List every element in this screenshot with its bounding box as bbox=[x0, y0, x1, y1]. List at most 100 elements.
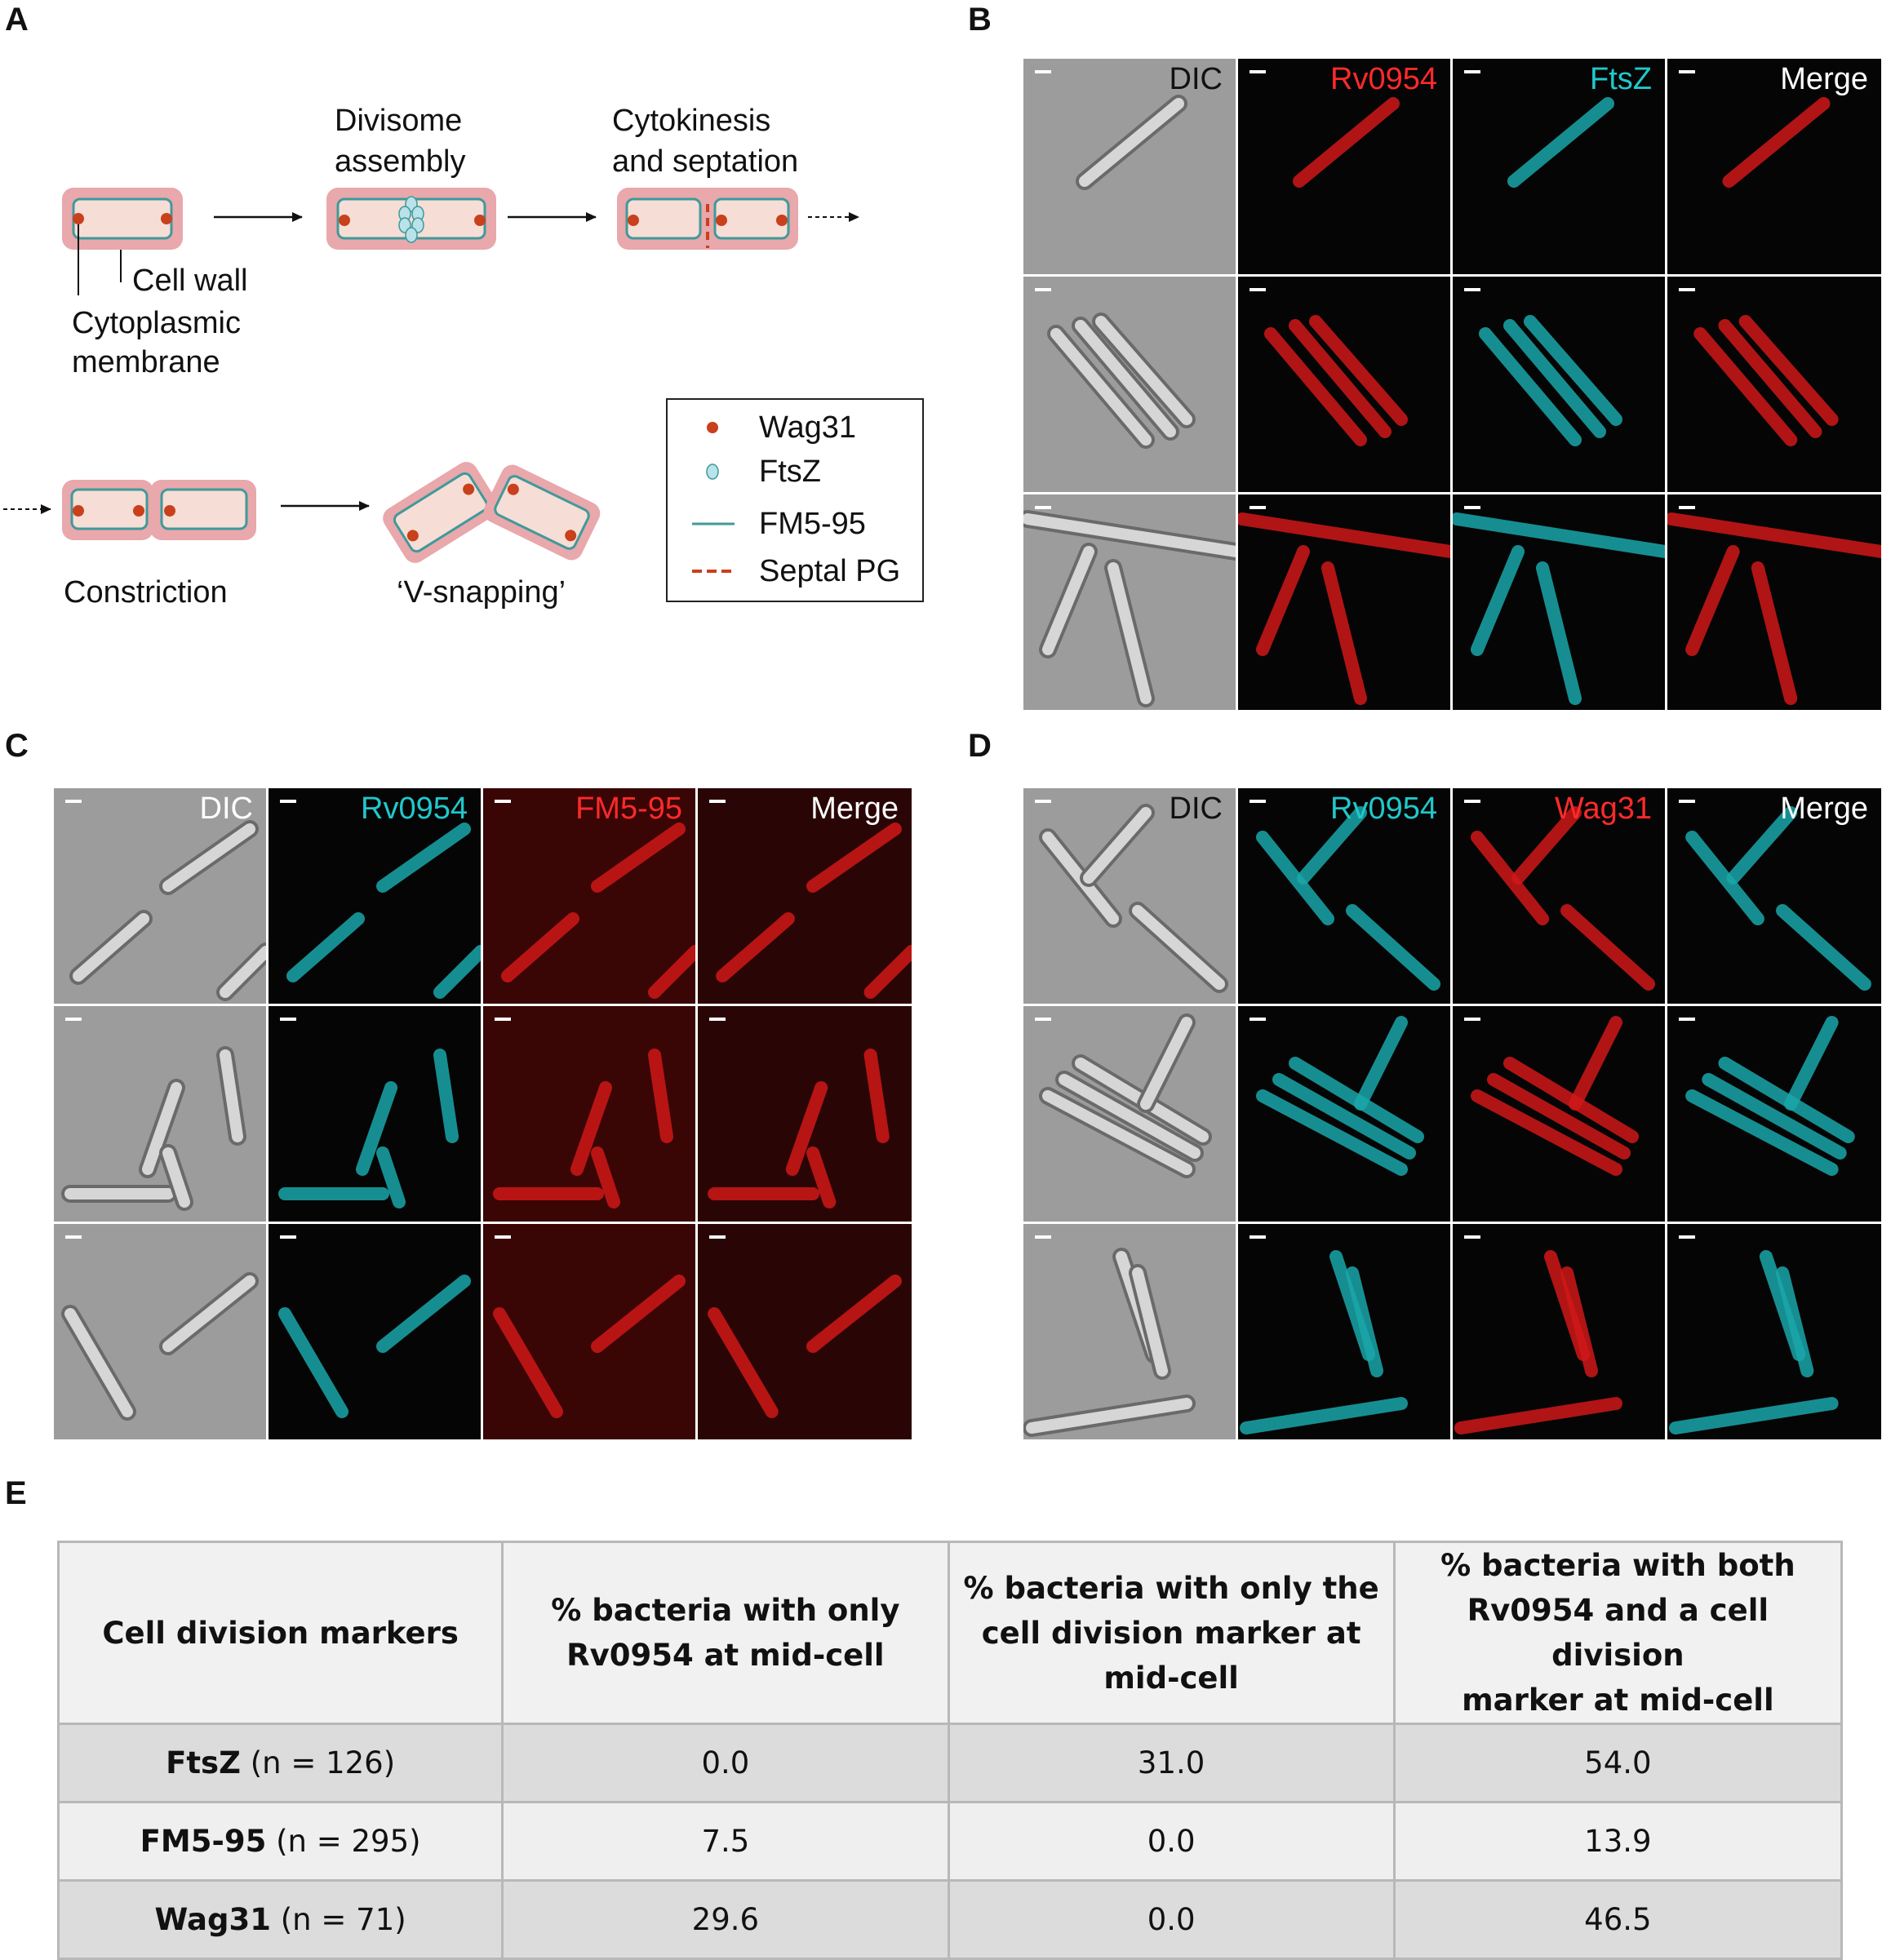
scale-bar bbox=[65, 1235, 82, 1239]
micrograph-tile: Merge bbox=[698, 788, 912, 1004]
cell-cytokinesis bbox=[617, 188, 798, 250]
micrograph-tile bbox=[483, 1006, 695, 1222]
scale-bar bbox=[1249, 506, 1266, 509]
micrograph-tile bbox=[698, 1224, 912, 1439]
scale-bar bbox=[1679, 288, 1695, 291]
channel-label: FtsZ bbox=[1590, 62, 1652, 96]
scale-bar bbox=[65, 1018, 82, 1021]
septal-dash-icon bbox=[692, 570, 735, 573]
cell-both: 54.0 bbox=[1392, 1723, 1844, 1803]
cell-only-rv0954: 0.0 bbox=[501, 1723, 950, 1803]
cell-v-snapping bbox=[383, 462, 601, 563]
fm595-line-icon bbox=[692, 522, 735, 525]
micrograph-tile bbox=[1453, 1006, 1665, 1222]
cell-only-marker: 0.0 bbox=[947, 1879, 1396, 1960]
channel-label: Rv0954 bbox=[361, 792, 468, 826]
micrograph-tile bbox=[1238, 277, 1450, 492]
micrograph-tile bbox=[269, 1224, 481, 1439]
stage-v-snapping: ‘V-snapping’ bbox=[397, 575, 566, 610]
scale-bar bbox=[1464, 800, 1480, 803]
channel-label: Merge bbox=[810, 792, 899, 826]
table-row: FtsZ (n = 126) 0.0 31.0 54.0 bbox=[56, 1723, 1844, 1803]
scale-bar bbox=[709, 1235, 726, 1239]
scale-bar bbox=[495, 1235, 511, 1239]
micrograph-tile: Merge bbox=[1667, 788, 1881, 1004]
scale-bar bbox=[1679, 70, 1695, 73]
micrograph-tile: FtsZ bbox=[1453, 59, 1665, 274]
cell-newborn bbox=[62, 188, 183, 295]
table-header-row: Cell division markers % bacteria with on… bbox=[56, 1541, 1844, 1725]
scale-bar bbox=[1464, 506, 1480, 509]
scale-bar bbox=[1035, 1235, 1051, 1239]
label-membrane-line1: Cytoplasmic bbox=[72, 306, 241, 340]
micrograph-tile bbox=[54, 1224, 266, 1439]
channel-label: DIC bbox=[199, 792, 253, 826]
stage-divisome-line1: Divisome bbox=[335, 104, 463, 138]
channel-label: Rv0954 bbox=[1330, 792, 1437, 826]
scale-bar bbox=[1679, 506, 1695, 509]
legend-item-septal-pg: Septal PG bbox=[668, 547, 922, 596]
label-membrane-line2: membrane bbox=[72, 345, 220, 379]
channel-label: Wag31 bbox=[1555, 792, 1652, 826]
channel-label: DIC bbox=[1169, 62, 1223, 96]
cell-marker: FM5-95 (n = 295) bbox=[56, 1801, 504, 1882]
scale-bar bbox=[280, 1018, 296, 1021]
micrograph-tile bbox=[1023, 277, 1236, 492]
channel-label: Merge bbox=[1780, 792, 1868, 826]
micrograph-tile bbox=[1667, 494, 1881, 710]
micrograph-tile: Wag31 bbox=[1453, 788, 1665, 1004]
micrograph-tile: DIC bbox=[1023, 59, 1236, 274]
micrograph-tile bbox=[1453, 494, 1665, 710]
legend: Wag31 FtsZ FM5-95 Septal PG bbox=[666, 398, 924, 602]
legend-item-wag31: Wag31 bbox=[668, 403, 922, 452]
panel-label-b: B bbox=[968, 2, 992, 38]
micrograph-panel-b: DIC Rv0954 FtsZ Merge bbox=[1023, 59, 1881, 710]
ftsz-ellipse-icon bbox=[706, 463, 719, 480]
micrograph-tile bbox=[1453, 1224, 1665, 1439]
micrograph-tile bbox=[54, 1006, 266, 1222]
scale-bar bbox=[1035, 800, 1051, 803]
results-table: Cell division markers % bacteria with on… bbox=[56, 1541, 1844, 1960]
table-row: FM5-95 (n = 295) 7.5 0.0 13.9 bbox=[56, 1801, 1844, 1882]
cell-only-marker: 31.0 bbox=[947, 1723, 1396, 1803]
cell-marker: Wag31 (n = 71) bbox=[56, 1879, 504, 1960]
label-cell-wall: Cell wall bbox=[132, 264, 248, 298]
cell-division-schematic bbox=[3, 188, 859, 563]
scale-bar bbox=[1249, 1018, 1266, 1021]
micrograph-tile bbox=[1667, 1006, 1881, 1222]
micrograph-tile bbox=[1238, 1224, 1450, 1439]
cell-divisome-assembly bbox=[326, 188, 496, 250]
legend-item-ftsz: FtsZ bbox=[668, 447, 922, 496]
cell-both: 46.5 bbox=[1392, 1879, 1844, 1960]
micrograph-tile: Rv0954 bbox=[1238, 59, 1450, 274]
scale-bar bbox=[1035, 70, 1051, 73]
scale-bar bbox=[1249, 800, 1266, 803]
cell-both: 13.9 bbox=[1392, 1801, 1844, 1882]
scale-bar bbox=[495, 800, 511, 803]
scale-bar bbox=[1679, 1018, 1695, 1021]
channel-label: Merge bbox=[1780, 62, 1868, 96]
micrograph-tile bbox=[1667, 277, 1881, 492]
micrograph-tile bbox=[1453, 277, 1665, 492]
table-row: Wag31 (n = 71) 29.6 0.0 46.5 bbox=[56, 1879, 1844, 1960]
micrograph-tile bbox=[269, 1006, 481, 1222]
scale-bar bbox=[1679, 1235, 1695, 1239]
micrograph-tile: Rv0954 bbox=[1238, 788, 1450, 1004]
micrograph-tile bbox=[1238, 1006, 1450, 1222]
legend-item-fm595: FM5-95 bbox=[668, 499, 922, 548]
scale-bar bbox=[1249, 1235, 1266, 1239]
header-cell-division-markers: Cell division markers bbox=[56, 1541, 504, 1725]
panel-label-e: E bbox=[5, 1475, 27, 1511]
panel-label-a: A bbox=[5, 2, 29, 38]
micrograph-tile bbox=[1667, 1224, 1881, 1439]
micrograph-tile: Merge bbox=[1667, 59, 1881, 274]
micrograph-tile: DIC bbox=[1023, 788, 1236, 1004]
scale-bar bbox=[1464, 1018, 1480, 1021]
scale-bar bbox=[1249, 70, 1266, 73]
header-both: % bacteria with both Rv0954 and a cell d… bbox=[1392, 1541, 1844, 1725]
scale-bar bbox=[495, 1018, 511, 1021]
scale-bar bbox=[709, 800, 726, 803]
header-only-rv0954: % bacteria with only Rv0954 at mid-cell bbox=[501, 1541, 950, 1725]
panel-label-d: D bbox=[968, 728, 992, 764]
scale-bar bbox=[1464, 288, 1480, 291]
